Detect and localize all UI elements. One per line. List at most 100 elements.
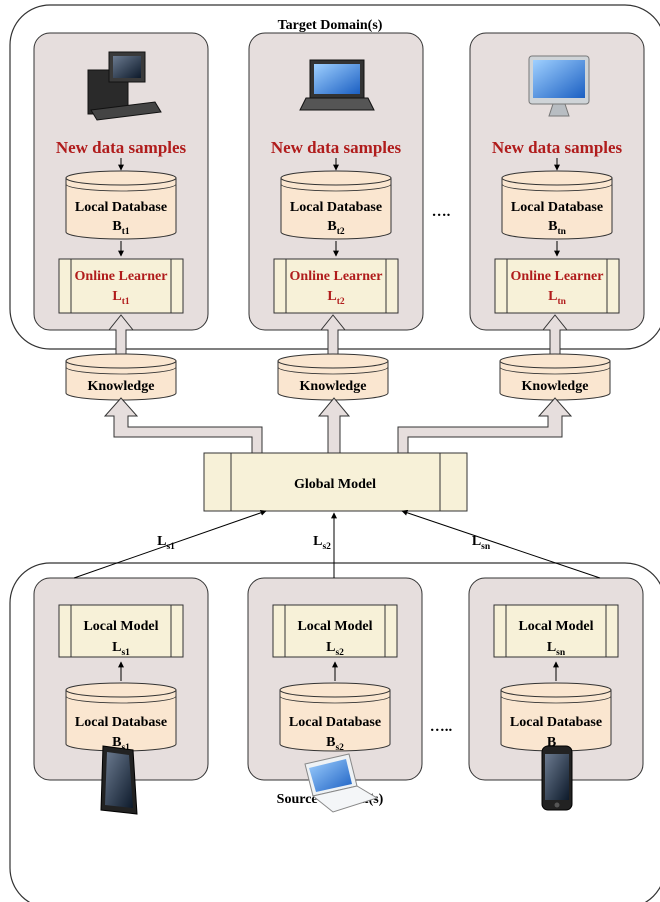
learner-symbol-subscript: t1 xyxy=(122,297,130,307)
tablet-icon xyxy=(100,745,138,815)
new-data-samples-label: New data samples xyxy=(56,138,187,157)
learner-symbol-symbol: L xyxy=(327,289,336,304)
learner-symbol-symbol: L xyxy=(548,289,557,304)
local-database-label: Local Database xyxy=(511,200,603,215)
knowledge-cylinder xyxy=(277,353,389,401)
source-link-label-subscript: sn xyxy=(481,542,491,552)
database-symbol-symbol: B xyxy=(327,219,336,234)
model-symbol: Lsn xyxy=(547,640,566,658)
global-to-knowledge-arrow xyxy=(103,397,263,454)
online-learner-box xyxy=(273,258,399,314)
local-model-label: Local Model xyxy=(297,619,372,634)
source-to-global-arrows xyxy=(73,509,601,579)
local-model-box xyxy=(493,604,619,658)
online-learner-box xyxy=(58,258,184,314)
database-symbol-subscript: tn xyxy=(557,227,566,237)
local-database-label: Local Database xyxy=(75,200,167,215)
global-model-label: Global Model xyxy=(294,477,376,492)
desktop-computer-icon xyxy=(87,51,162,121)
local-database-cylinder xyxy=(500,682,612,752)
local-database-cylinder xyxy=(65,170,177,240)
source-link-label: Lsn xyxy=(472,534,491,552)
knowledge-2: Knowledge xyxy=(277,314,389,401)
knowledge-cylinder xyxy=(499,353,611,401)
learner-symbol-subscript: tn xyxy=(557,297,566,307)
database-symbol-symbol: B xyxy=(112,735,121,750)
model-symbol-symbol: L xyxy=(326,640,335,655)
local-model-label: Local Model xyxy=(83,619,158,634)
database-symbol-symbol: B xyxy=(547,735,556,750)
target-domain-title: Target Domain(s) xyxy=(278,18,383,33)
local-model-label: Local Model xyxy=(518,619,593,634)
source-ellipsis: ….. xyxy=(430,719,453,735)
local-database-cylinder xyxy=(279,682,391,752)
new-data-samples-label: New data samples xyxy=(492,138,623,157)
online-learner-label: Online Learner xyxy=(75,269,168,284)
online-learner-label: Online Learner xyxy=(290,269,383,284)
local-database-label: Local Database xyxy=(289,715,381,730)
global-to-knowledge-arrow xyxy=(317,397,351,454)
smartphone-icon xyxy=(541,745,573,811)
local-database-label: Local Database xyxy=(75,715,167,730)
model-symbol: Ls2 xyxy=(326,640,344,658)
local-database-cylinder xyxy=(280,170,392,240)
notebook-laptop-icon xyxy=(304,753,379,813)
database-symbol-subscript: t1 xyxy=(122,227,130,237)
learner-symbol: Ltn xyxy=(548,289,567,307)
knowledge-3: Knowledge xyxy=(499,314,611,401)
model-symbol: Ls1 xyxy=(112,640,130,658)
source-link-label: Ls1 xyxy=(157,534,175,552)
knowledge-1: Knowledge xyxy=(65,314,177,401)
online-learner-label: Online Learner xyxy=(511,269,604,284)
model-symbol-symbol: L xyxy=(547,640,556,655)
database-symbol-subscript: t2 xyxy=(337,227,345,237)
global-model-box: Global Model xyxy=(203,452,468,512)
database-symbol: Bs1 xyxy=(112,735,130,753)
database-symbol-symbol: B xyxy=(548,219,557,234)
database-symbol: Btn xyxy=(548,219,567,237)
source-link-label-subscript: s2 xyxy=(322,542,331,552)
new-data-samples-label: New data samples xyxy=(271,138,402,157)
model-symbol-subscript: s2 xyxy=(335,648,344,658)
global-to-knowledge-arrow xyxy=(397,397,573,454)
database-symbol-symbol: B xyxy=(326,735,335,750)
database-symbol: Bs2 xyxy=(326,735,344,753)
database-symbol-subscript: s2 xyxy=(335,743,344,753)
database-symbol: Bt2 xyxy=(327,219,345,237)
model-symbol-subscript: s1 xyxy=(121,648,130,658)
knowledge-label: Knowledge xyxy=(88,379,155,394)
source-link-label-subscript: s1 xyxy=(166,542,175,552)
learner-symbol-subscript: t2 xyxy=(337,297,345,307)
target-ellipsis: …. xyxy=(432,204,451,220)
laptop-computer-icon xyxy=(299,59,375,111)
learner-symbol-symbol: L xyxy=(112,289,121,304)
local-database-cylinder xyxy=(501,170,613,240)
knowledge-cylinder xyxy=(65,353,177,401)
source-link-label-symbol: L xyxy=(313,534,322,549)
local-database-label: Local Database xyxy=(290,200,382,215)
learner-symbol: Lt1 xyxy=(112,289,130,307)
source-link-label-symbol: L xyxy=(157,534,166,549)
online-learner-box xyxy=(494,258,620,314)
local-database-label: Local Database xyxy=(510,715,602,730)
source-link-label-symbol: L xyxy=(472,534,481,549)
knowledge-label: Knowledge xyxy=(300,379,367,394)
monitor-computer-icon xyxy=(528,55,590,117)
knowledge-label: Knowledge xyxy=(522,379,589,394)
model-symbol-symbol: L xyxy=(112,640,121,655)
local-model-box xyxy=(58,604,184,658)
source-link-label: Ls2 xyxy=(313,534,331,552)
learner-symbol: Lt2 xyxy=(327,289,345,307)
model-symbol-subscript: sn xyxy=(556,648,566,658)
local-model-box xyxy=(272,604,398,658)
database-symbol: Bt1 xyxy=(112,219,130,237)
database-symbol-symbol: B xyxy=(112,219,121,234)
database-symbol-subscript: s1 xyxy=(121,743,130,753)
